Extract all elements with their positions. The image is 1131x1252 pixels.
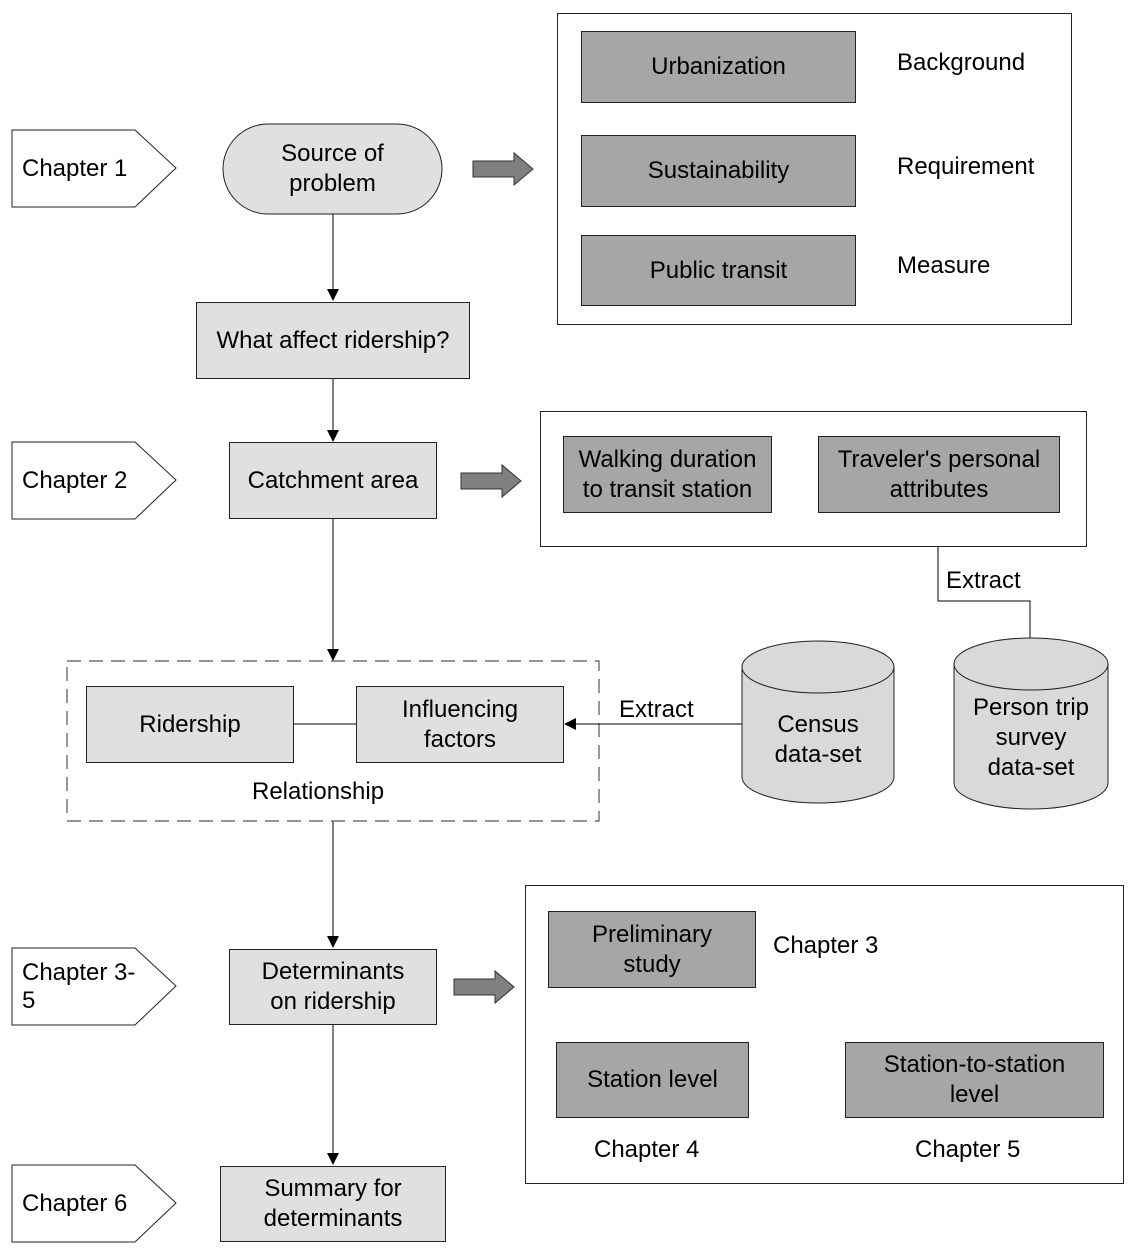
chapter-2-label: Chapter 2 [22,466,128,494]
travelers-attributes-box: Traveler's personal attributes [818,436,1060,513]
arrow-person-trip-extract [932,513,1031,638]
preliminary-study-box: Preliminary study [548,911,756,988]
requirement-label: Requirement [897,153,1035,180]
person-trip-dataset-label: Person trip survey data-set [972,694,1090,781]
census-cylinder [741,640,895,804]
station-level-box: Station level [556,1042,749,1118]
chapter-4-note: Chapter 4 [594,1136,700,1163]
block-arrow-2 [460,463,522,499]
block-arrow-3 [453,969,515,1005]
chapter-3-note: Chapter 3 [773,932,879,959]
catchment-area-box: Catchment area [229,442,437,519]
urbanization-box: Urbanization [581,31,856,103]
chapter-6-shape [11,1164,177,1243]
measure-label: Measure [897,252,991,279]
background-label: Background [897,49,1026,76]
public-transit-box: Public transit [581,235,856,306]
determinants-on-ridership-box: Determinants on ridership [229,949,437,1025]
station-to-station-level-box: Station-to-station level [845,1042,1104,1118]
chapter-3-5-shape [11,947,177,1026]
sustainability-box: Sustainability [581,135,856,207]
chapter-1-label: Chapter 1 [22,154,128,182]
block-arrow-1 [472,151,534,187]
what-affect-ridership-box: What affect ridership? [196,302,470,379]
influencing-factors-box: Influencing factors [356,686,564,763]
relationship-label: Relationship [252,778,385,805]
chapter-3-5-label: Chapter 3-5 [22,958,136,1014]
extract-census-label: Extract [619,696,694,723]
chapter-1-shape [11,129,177,208]
chapter-2-shape [11,441,177,520]
ridership-box: Ridership [86,686,294,763]
source-of-problem-box: Source of problem [281,140,384,197]
summary-for-determinants-box: Summary for determinants [220,1166,446,1242]
census-dataset-label: Census data-set [774,711,862,768]
chapter-6-label: Chapter 6 [22,1189,128,1217]
extract-person-trip-label: Extract [946,567,1021,594]
person-trip-cylinder [953,637,1109,810]
walking-duration-box: Walking duration to transit station [563,436,772,513]
relationship-group-frame [66,660,600,822]
chapter-5-note: Chapter 5 [915,1136,1021,1163]
